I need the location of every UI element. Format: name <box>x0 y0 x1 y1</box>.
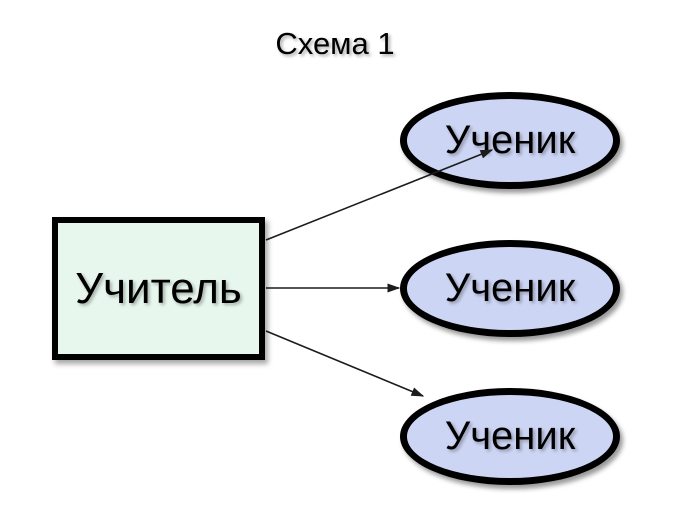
student-node-top: Ученик <box>400 92 620 189</box>
arrow-teacher-to-student-bottom <box>265 330 425 397</box>
teacher-node-label: Учитель <box>75 263 242 313</box>
student-node-middle: Ученик <box>400 240 620 337</box>
teacher-node: Учитель <box>52 217 265 360</box>
student-node-bottom-label: Ученик <box>444 414 576 458</box>
student-node-middle-label: Ученик <box>444 266 576 310</box>
diagram-title: Схема 1 <box>275 26 395 61</box>
student-node-bottom: Ученик <box>400 388 620 485</box>
student-node-top-label: Ученик <box>444 118 576 162</box>
